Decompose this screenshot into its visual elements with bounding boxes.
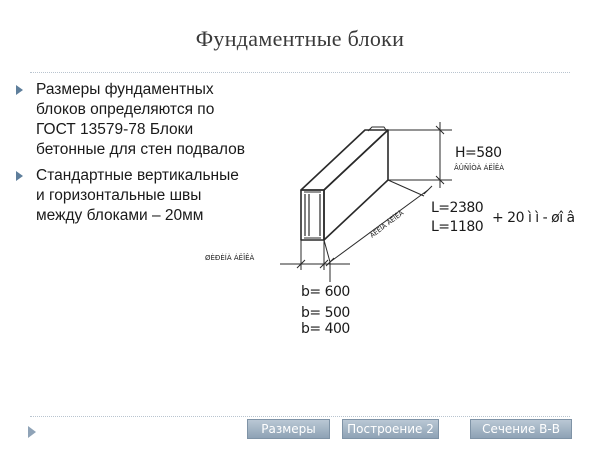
- bullet-arrow-icon: [16, 171, 23, 181]
- block-outline: [300, 126, 389, 241]
- width-label-400: b= 400: [301, 321, 350, 337]
- footer-divider: [30, 416, 570, 417]
- length-label-1: L=2380: [431, 200, 483, 216]
- length-label-2: L=1180: [431, 219, 483, 235]
- sizes-button[interactable]: Размеры: [247, 419, 330, 439]
- slide-title: Фундаментные блоки: [195, 26, 405, 51]
- bullet-item: Размеры фундаментных блоков определяются…: [14, 80, 284, 160]
- bullet-text: Размеры фундаментных блоков определяются…: [36, 81, 245, 158]
- height-caption: ÂÛÑÎÒÀ ÁËÎÊÀ: [454, 163, 504, 172]
- length-caption: ÄËÈÍÀ ÁËÎÊÀ: [368, 208, 406, 240]
- bullet-text: Стандартные вертикальные и горизонтальны…: [36, 167, 239, 224]
- height-label: H=580: [455, 145, 501, 161]
- title-divider: [30, 72, 570, 73]
- width-label-600: b= 600: [301, 284, 350, 300]
- construction-2-button[interactable]: Построение 2: [342, 419, 439, 439]
- width-caption: ØÈÐÈÍÀ ÁËÎÊÀ: [205, 253, 255, 262]
- dimension-lines: [280, 122, 452, 282]
- bullet-item: Стандартные вертикальные и горизонтальны…: [14, 166, 284, 226]
- width-label-500: b= 500: [301, 305, 350, 321]
- seam-label: + 20 ì ì - øî â: [492, 210, 575, 226]
- bullet-arrow-icon: [16, 85, 23, 95]
- play-icon[interactable]: [28, 426, 36, 438]
- section-b-b-button[interactable]: Сечение В-В: [470, 419, 572, 439]
- bullet-list: Размеры фундаментных блоков определяются…: [14, 80, 284, 232]
